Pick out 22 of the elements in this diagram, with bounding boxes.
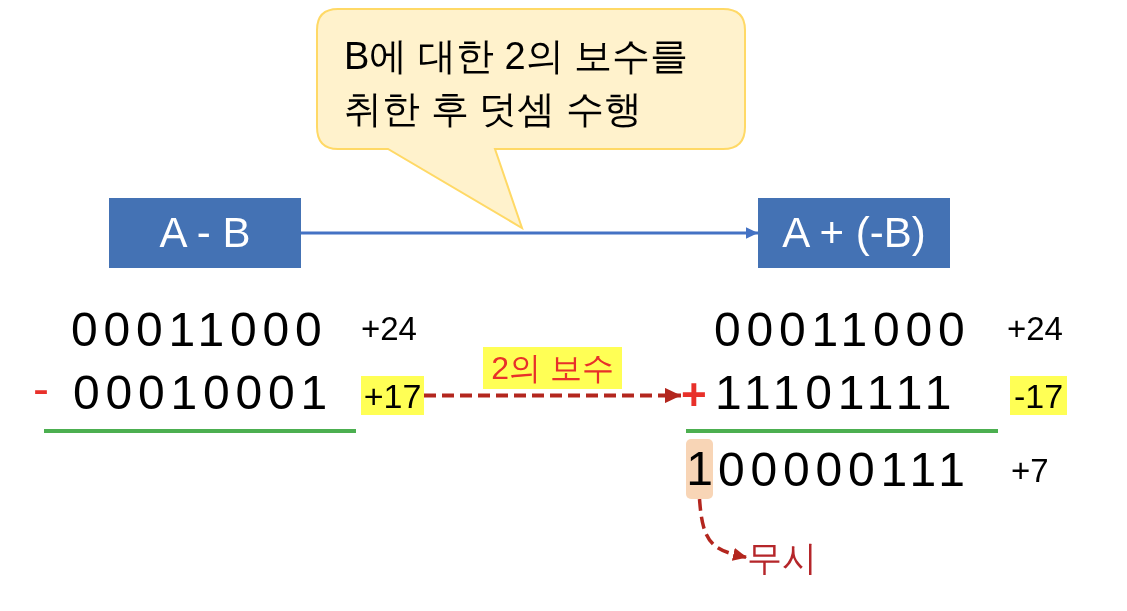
binary-number: 11101111 [715, 369, 958, 417]
edge-label: 2의 보수 [483, 347, 622, 389]
operator-sign: + [681, 373, 707, 417]
arrow [301, 227, 758, 239]
speech-bubble [316, 8, 746, 230]
decimal-value: +24 [361, 312, 417, 345]
arrow [697, 498, 748, 561]
highlighted-digit: 1 [686, 439, 713, 499]
process-box: A - B [109, 198, 301, 268]
decimal-value: +7 [1011, 454, 1049, 487]
process-box: A + (-B) [758, 198, 950, 268]
highlighted-value: -17 [1010, 376, 1067, 415]
highlighted-value: +17 [361, 376, 424, 415]
operator-sign: - [33, 365, 49, 413]
annotation-text: 무시 [747, 540, 817, 575]
binary-number: 00011000 [714, 306, 971, 354]
binary-number: 00000111 [718, 446, 971, 494]
binary-number: 00011000 [71, 306, 328, 354]
binary-number: 00010001 [73, 369, 333, 417]
decimal-value: +24 [1007, 312, 1063, 345]
arrow [424, 387, 681, 404]
callout-text: B에 대한 2의 보수를 취한 후 덧셈 수행 [344, 34, 690, 132]
